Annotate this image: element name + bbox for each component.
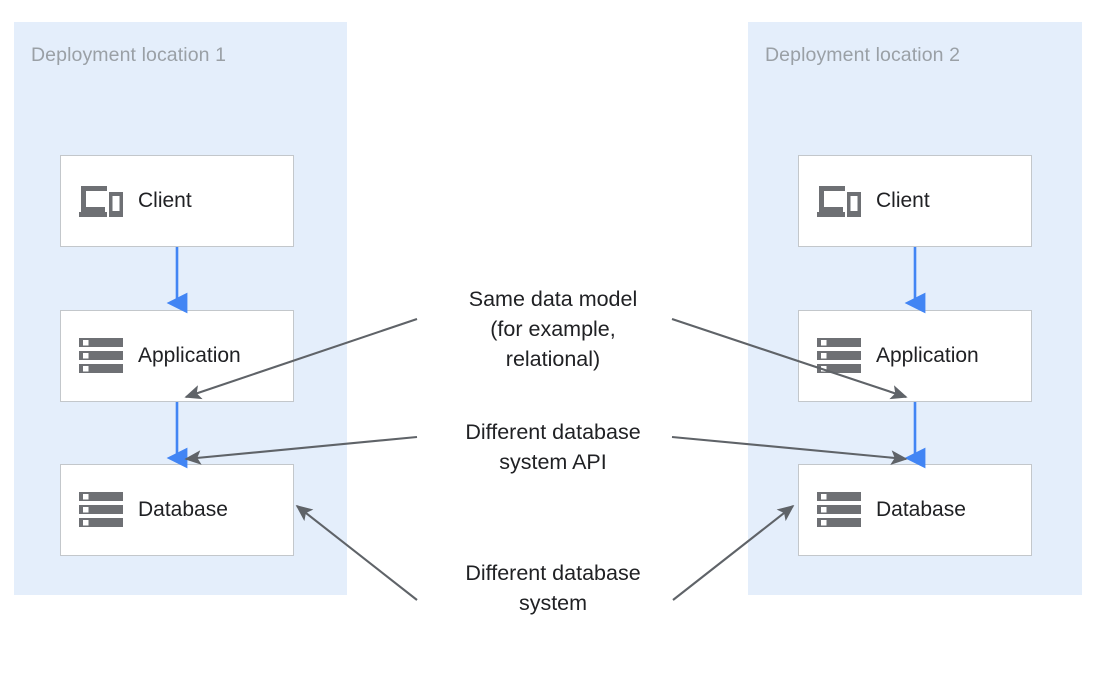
deployment-location-2-label: Deployment location 2 (765, 44, 961, 66)
node-client-location-1[interactable]: Client (60, 155, 294, 247)
node-label: Database (876, 498, 966, 521)
node-application-location-1[interactable]: Application (60, 310, 294, 402)
node-application-location-2[interactable]: Application (798, 310, 1032, 402)
server-icon (816, 490, 862, 530)
devices-icon (78, 181, 124, 221)
deployment-location-1-label: Deployment location 1 (31, 44, 227, 66)
annotation-different-database-system-api: Different database system API (465, 420, 641, 474)
node-label: Application (138, 344, 241, 367)
node-label: Application (876, 344, 979, 367)
node-label: Client (876, 189, 930, 212)
node-label: Client (138, 189, 192, 212)
server-icon (816, 336, 862, 376)
node-client-location-2[interactable]: Client (798, 155, 1032, 247)
server-icon (78, 336, 124, 376)
node-database-location-1[interactable]: Database (60, 464, 294, 556)
node-database-location-2[interactable]: Database (798, 464, 1032, 556)
node-label: Database (138, 498, 228, 521)
server-icon (78, 490, 124, 530)
annotation-different-database-system: Different database system (465, 561, 641, 615)
devices-icon (816, 181, 862, 221)
annotation-same-data-model: Same data model (for example, relational… (468, 287, 638, 371)
